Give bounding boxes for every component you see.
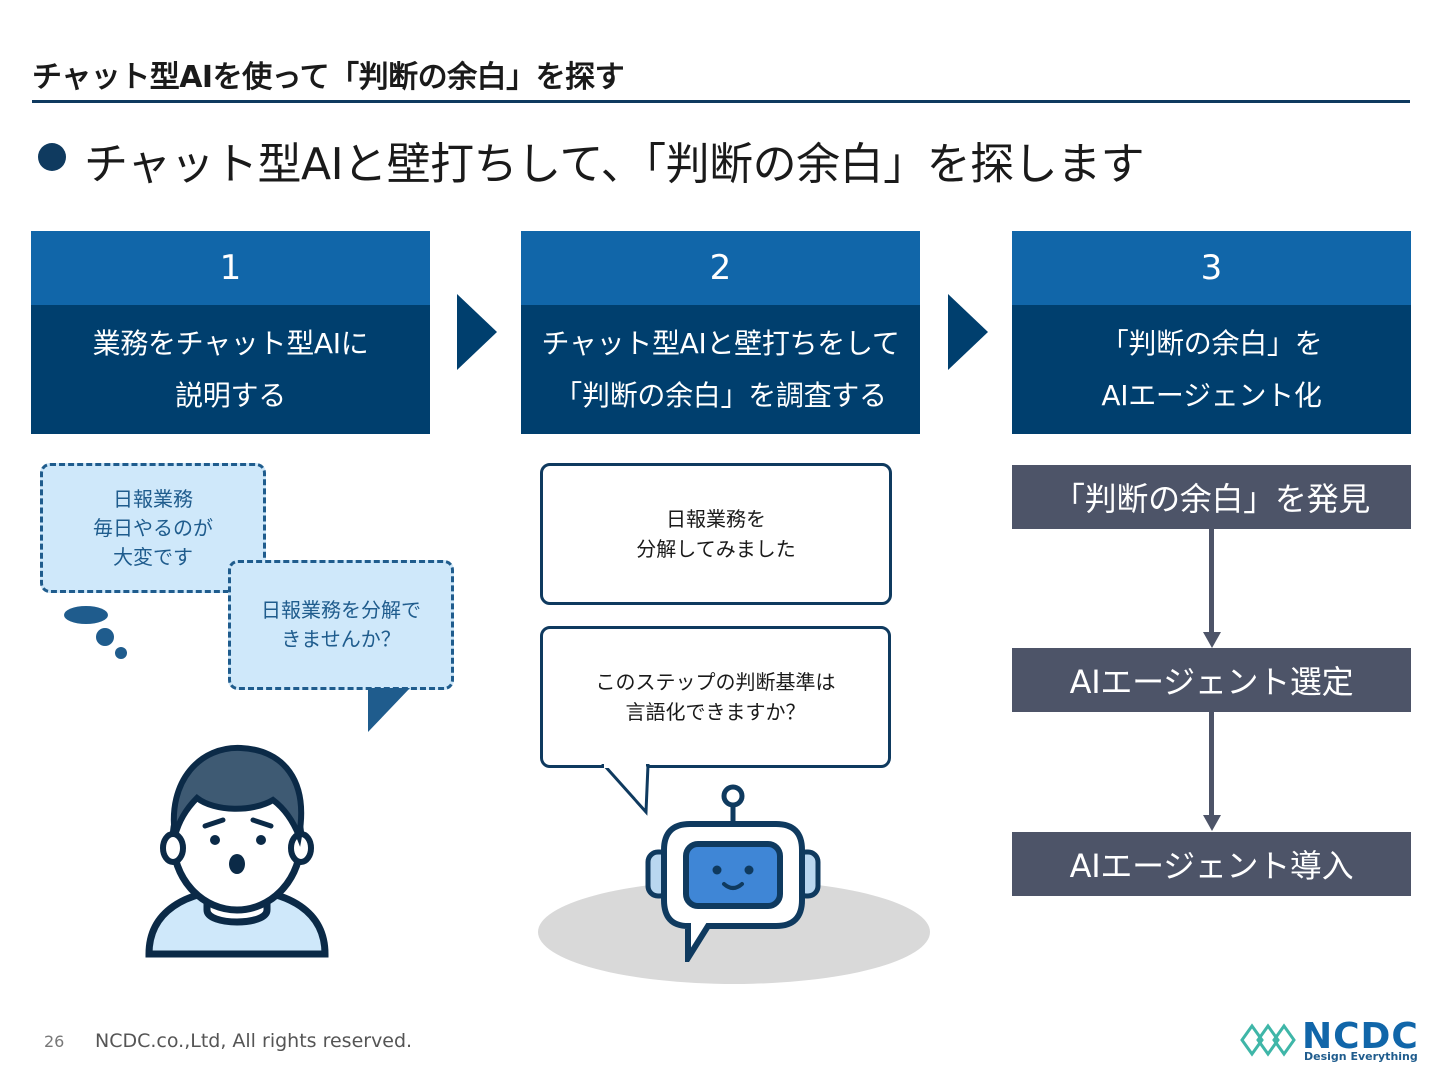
step-1: 1 業務をチャット型AIに 説明する <box>31 231 430 434</box>
flow-step-discover: 「判断の余白」を発見 <box>1012 465 1411 529</box>
step-description: 業務をチャット型AIに 説明する <box>31 305 430 434</box>
step-description: 「判断の余白」を AIエージェント化 <box>1012 305 1411 434</box>
ai-question-bubble: このステップの判断基準は 言語化できますか？ <box>540 626 891 768</box>
flow-step-select: AIエージェント選定 <box>1012 648 1411 712</box>
step-line: 業務をチャット型AIに <box>92 326 369 360</box>
page-number: 26 <box>44 1032 65 1051</box>
step-3: 3 「判断の余白」を AIエージェント化 <box>1012 231 1411 434</box>
arrow-down-icon <box>1203 815 1221 831</box>
copyright: NCDC.co.,Ltd, All rights reserved. <box>95 1030 413 1052</box>
step-number: 2 <box>521 231 920 305</box>
headline: チャット型AIと壁打ちして、「判断の余白」を探します <box>84 139 1145 190</box>
step-2: 2 チャット型AIと壁打ちをして 「判断の余白」を調査する <box>521 231 920 434</box>
ai-reply-bubble: 日報業務を 分解してみました <box>540 463 892 605</box>
user-thought-bubble: 日報業務 毎日やるのが 大変です <box>40 463 266 593</box>
step-line: 「判断の余白」を <box>1100 326 1323 360</box>
step-description: チャット型AIと壁打ちをして 「判断の余白」を調査する <box>521 305 920 434</box>
step-number: 1 <box>31 231 430 305</box>
arrow-right-icon <box>948 294 988 370</box>
bubble-line: 分解してみました <box>636 537 796 561</box>
step-line: 説明する <box>175 378 286 412</box>
thought-dot-icon <box>115 647 127 659</box>
bubble-line: 毎日やるのが <box>93 515 213 540</box>
flow-connector <box>1209 712 1214 816</box>
user-speech-bubble: 日報業務を分解で きませんか？ <box>228 560 454 690</box>
thought-dot-icon <box>96 628 114 646</box>
bubble-line: このステップの判断基準は <box>595 670 836 694</box>
flow-connector <box>1209 529 1214 633</box>
speech-tail-icon <box>368 688 410 732</box>
bubble-line: 日報業務 <box>113 486 193 511</box>
robot-icon <box>645 784 821 962</box>
step-line: AIエージェント化 <box>1101 378 1322 412</box>
step-line: 「判断の余白」を調査する <box>554 378 887 412</box>
bubble-line: きませんか？ <box>281 627 401 651</box>
logo-tagline: Design Everything <box>1304 1050 1418 1063</box>
bubble-line: 日報業務を <box>666 507 766 531</box>
title-divider <box>32 100 1410 103</box>
worried-person-icon <box>145 744 329 958</box>
arrow-down-icon <box>1203 632 1221 648</box>
ncdc-logo-icon <box>1240 1023 1296 1057</box>
bubble-line: 日報業務を分解で <box>261 598 421 622</box>
bullet-dot <box>38 143 66 171</box>
bubble-line: 言語化できますか？ <box>625 700 806 724</box>
step-line: チャット型AIと壁打ちをして <box>541 326 900 360</box>
step-number: 3 <box>1012 231 1411 305</box>
flow-step-introduce: AIエージェント導入 <box>1012 832 1411 896</box>
page-title: チャット型AIを使って「判断の余白」を探す <box>32 60 625 95</box>
bubble-line: 大変です <box>113 544 193 569</box>
arrow-right-icon <box>457 294 497 370</box>
thought-dot-icon <box>64 606 108 624</box>
speech-tail-icon <box>601 764 650 816</box>
logo-text: NCDC <box>1302 1016 1419 1057</box>
